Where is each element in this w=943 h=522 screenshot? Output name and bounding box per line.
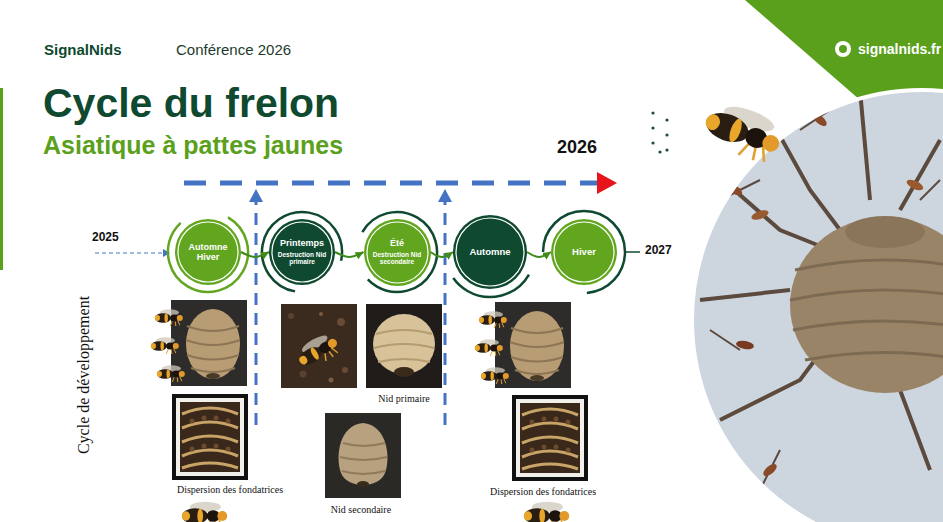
photo-caption: Nid secondaire (331, 504, 391, 516)
year-timeline (184, 181, 597, 186)
hornet-picture (182, 502, 228, 522)
year-label: 2025 (92, 231, 119, 245)
season-name: Été (390, 238, 404, 248)
hornet-picture (699, 97, 787, 167)
season-name: Hiver (572, 247, 596, 258)
cycle-ring (342, 197, 451, 306)
nest-photo (475, 302, 571, 388)
year-label: 2026 (557, 137, 597, 158)
end-line (626, 251, 640, 253)
logo-icon (835, 41, 851, 57)
queen-photo (281, 304, 357, 388)
cycle-arrow (335, 252, 364, 257)
start-line (95, 253, 164, 254)
nest-photo (151, 300, 247, 386)
cycle-ring (543, 211, 625, 293)
cycle-arrow (241, 252, 269, 257)
season-name: Automne (469, 247, 510, 258)
season-action: Destruction Nid secondaire (371, 251, 423, 266)
season-circle: ÉtéDestruction Nid secondaire (364, 219, 431, 286)
event-name: Conférence 2026 (176, 41, 291, 58)
axis-label: Cycle de développement (75, 296, 93, 454)
hornet-nest-photo (680, 80, 943, 522)
timeline-arrowhead (597, 172, 617, 194)
hornet-picture (524, 502, 570, 522)
season-circle: Automne Hiver (175, 219, 241, 285)
cycle-arrow (431, 252, 454, 257)
season-circle: Hiver (551, 219, 617, 285)
cycle-ring (429, 191, 552, 314)
season-circle: PrintempsDestruction Nid primaire (269, 219, 335, 285)
divider-arrowhead (249, 189, 263, 202)
season-name: Automne Hiver (184, 242, 232, 263)
nest-photo (366, 304, 442, 388)
photo-caption: Dispersion des fondatrices (490, 486, 596, 498)
season-divider (444, 200, 447, 425)
divider-arrowhead (438, 189, 452, 202)
comb-photo (512, 395, 588, 481)
brand-name: SignalNids (44, 41, 122, 58)
logo-text: signalnids.fr (858, 41, 941, 57)
cycle-arrow (527, 252, 551, 257)
comb-photo (172, 394, 248, 480)
cycle-ring (153, 197, 262, 306)
season-action: Destruction Nid primaire (277, 251, 327, 266)
cycle-ring (256, 206, 349, 299)
corner-band (745, 0, 943, 100)
accent-bar (0, 88, 3, 270)
photo-frame (692, 90, 943, 522)
season-name: Printemps (280, 238, 324, 248)
photo-caption: Dispersion des fondatrices (177, 484, 283, 496)
season-divider (255, 200, 258, 425)
slide-subtitle: Asiatique à pattes jaunes (43, 131, 343, 160)
dot-grid (651, 111, 668, 153)
season-circle: Automne (453, 215, 527, 289)
slide-title: Cycle du frelon (43, 80, 339, 127)
nest-photo (325, 413, 401, 498)
photo-caption: Nid primaire (378, 393, 429, 405)
year-label: 2027 (645, 244, 672, 258)
